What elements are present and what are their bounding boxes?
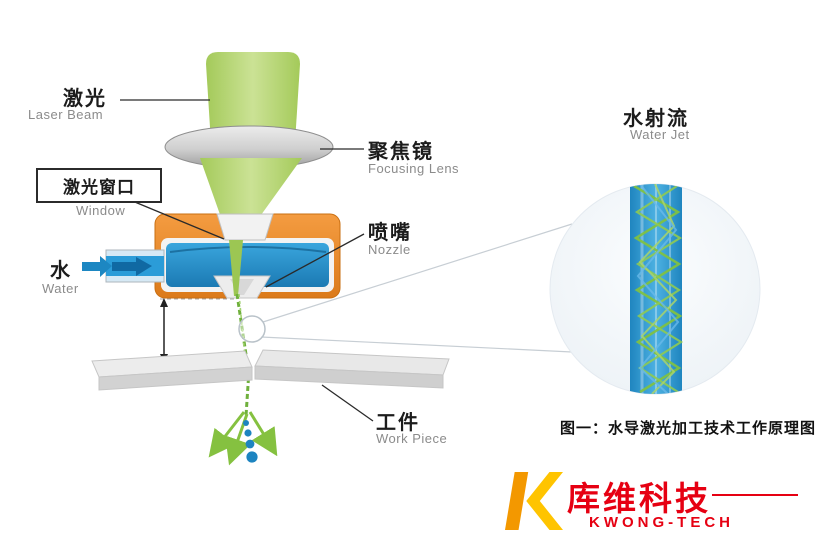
label-water-jet-en: Water Jet — [630, 127, 690, 142]
water-inlet-pipe — [82, 249, 165, 283]
label-window-en: Window — [76, 203, 126, 218]
standoff-double-arrow — [160, 298, 168, 363]
workpiece-right-slab — [254, 349, 450, 389]
label-window-zh: 激光窗口 — [63, 178, 135, 197]
label-workpiece-zh: 工件 — [376, 412, 420, 434]
laser-cone-inner — [229, 240, 243, 296]
water-chamber — [166, 243, 329, 287]
logo-name-zh: 库维科技 — [567, 480, 711, 517]
callout-lines — [120, 99, 374, 422]
label-nozzle-zh: 喷嘴 — [368, 222, 412, 244]
figure-caption: 图一：水导激光加工技术工作原理图 — [560, 420, 817, 437]
company-logo: 库维科技 KWONG-TECH — [505, 468, 805, 542]
label-water-jet-zh: 水射流 — [623, 108, 689, 130]
logo-rule — [712, 494, 798, 496]
label-water-zh: 水 — [50, 260, 72, 282]
water-droplets — [243, 420, 258, 463]
zoom-source-circle — [238, 315, 266, 343]
magnified-view-circle — [549, 183, 761, 395]
label-laser-en: Laser Beam — [28, 107, 104, 122]
laser-window-shape — [216, 213, 274, 241]
water-jet-stream — [235, 293, 251, 417]
callout-line-nozzle — [265, 233, 365, 288]
label-nozzle-en: Nozzle — [368, 242, 411, 257]
water-flow-arrow-icon — [82, 256, 112, 277]
label-laser-zh: 激光 — [63, 88, 107, 110]
callout-line-window — [129, 199, 225, 240]
pipe-flow-arrow-icon — [112, 257, 152, 276]
laser-reflection-lines — [633, 184, 684, 394]
callout-line-workpiece — [321, 384, 374, 422]
label-lens-zh: 聚焦镜 — [368, 141, 434, 163]
spray-arrows — [208, 411, 278, 466]
nozzle-housing — [154, 213, 341, 299]
label-window-box: 激光窗口 — [36, 168, 162, 203]
label-lens-en: Focusing Lens — [368, 161, 460, 176]
laser-beam-shape — [206, 52, 300, 143]
logo-k-icon — [505, 472, 563, 530]
label-water-en: Water — [42, 281, 79, 296]
workpiece-left-slab — [91, 350, 253, 391]
zoom-connector-lines — [260, 223, 573, 353]
logo-name-en: KWONG-TECH — [589, 514, 734, 531]
label-workpiece-en: Work Piece — [376, 431, 448, 446]
